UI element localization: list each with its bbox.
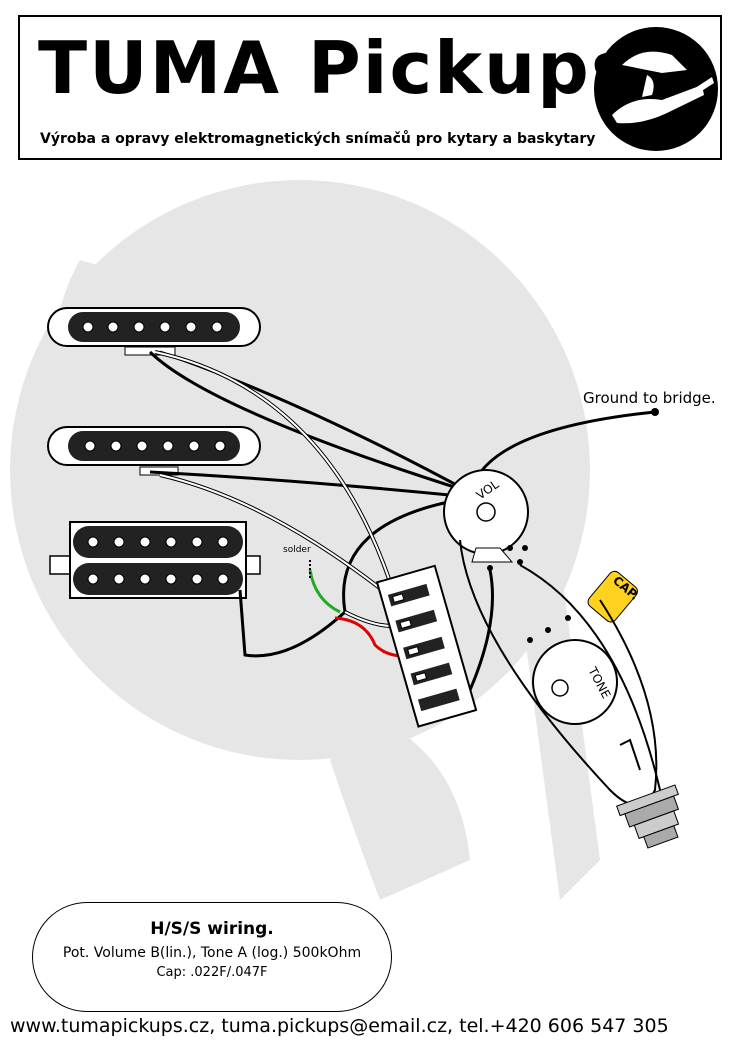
- info-pots: Pot. Volume B(lin.), Tone A (log.) 500kO…: [62, 945, 362, 961]
- bridge-humbucker-pickup: [49, 521, 261, 599]
- info-capacitor: Cap: .022F/.047F: [156, 965, 268, 980]
- guitarist-logo-icon: [594, 27, 718, 151]
- five-way-switch: [375, 564, 478, 728]
- green-wire: [308, 569, 341, 614]
- tone-pot: [527, 615, 618, 725]
- footer-contact: www.tumapickups.cz, tuma.pickups@email.c…: [10, 1015, 669, 1037]
- solder-label: solder: [283, 545, 311, 555]
- neck-single-coil-pickup: [47, 307, 261, 356]
- info-box: H/S/S wiring. Pot. Volume B(lin.), Tone …: [32, 902, 392, 1012]
- capacitor: [587, 570, 638, 623]
- volume-pot: [443, 469, 529, 571]
- middle-single-coil-pickup: [47, 426, 261, 476]
- ground-label: Ground to bridge.: [583, 389, 716, 407]
- brand-title: TUMA Pickups: [38, 26, 636, 110]
- ground-terminal-icon: [651, 408, 659, 416]
- info-title: H/S/S wiring.: [150, 919, 274, 939]
- header-banner: TUMA Pickups Výroba a opravy elektromagn…: [18, 15, 722, 160]
- tagline: Výroba a opravy elektromagnetických sním…: [40, 131, 596, 147]
- output-jack: [616, 784, 680, 849]
